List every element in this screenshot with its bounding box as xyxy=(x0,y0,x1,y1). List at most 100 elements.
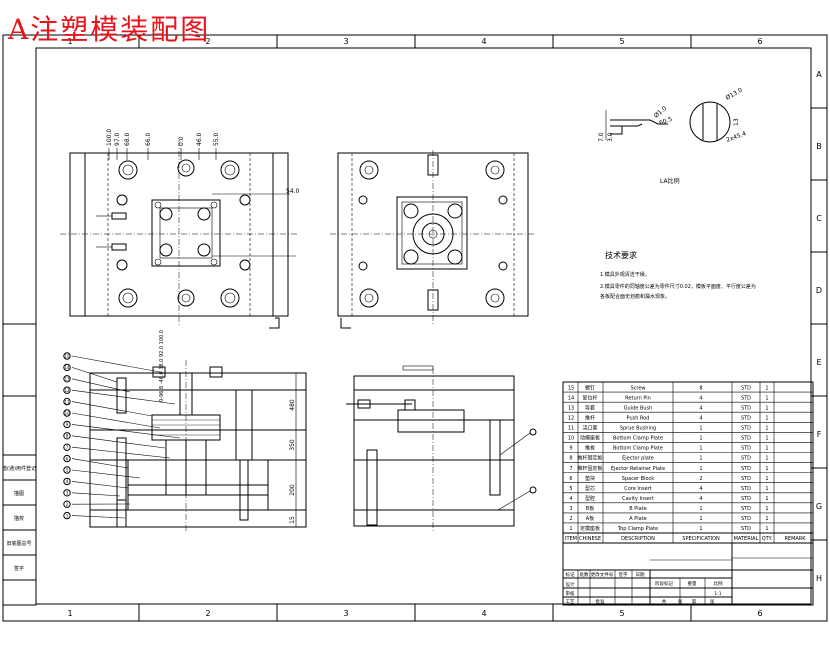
dim-label: 3.0 xyxy=(607,132,614,142)
dim-label: 480 xyxy=(289,399,296,411)
bom-cell-qty: 1 xyxy=(765,405,768,411)
bom-cell-no: 11 xyxy=(568,426,574,432)
bom-cell-no: 8 xyxy=(569,456,572,462)
bom-cell-spec: 1 xyxy=(699,466,702,472)
title-block-cell: 重量 xyxy=(688,580,697,587)
balloon-label: 14 xyxy=(64,365,70,370)
balloon-label: 3 xyxy=(66,491,69,496)
zone-row-label: G xyxy=(816,502,822,511)
dim-label: 68.0 xyxy=(124,132,131,146)
bom-cell-mat: STD xyxy=(741,506,751,512)
title-block-cell: 更改文件号 xyxy=(591,571,614,578)
dim-label: 2x45.4 xyxy=(725,130,747,144)
title-block-cell: 共 xyxy=(662,598,667,605)
balloon-label: 2 xyxy=(66,502,69,507)
bom-cell-desc: Ejector plate xyxy=(622,456,654,462)
title-block-cell: 阶段标记 xyxy=(655,580,673,587)
bom-cell-no: 7 xyxy=(569,466,572,472)
bom-cell-desc: Ejector Retainer Plate xyxy=(611,466,665,472)
bom-cell-no: 1 xyxy=(569,526,572,532)
title-block: 标记处数更改文件号签字日期阶段标记重量比例1:1设计审核工艺批准共张第张 xyxy=(562,542,814,606)
balloon-label: 10 xyxy=(64,411,70,416)
tech-req-line: 1.模具外观清洁干燥。 xyxy=(600,271,650,278)
section-view-side xyxy=(346,365,537,532)
bom-cell-desc: Core Insert xyxy=(624,486,652,492)
zone-column-label: 6 xyxy=(757,609,762,618)
dim-label: 54.0 xyxy=(286,188,300,195)
bom-cell-mat: STD xyxy=(741,476,751,482)
zone-row-label: C xyxy=(816,214,822,223)
bom-cell-qty: 1 xyxy=(765,395,768,401)
plan-view-moving-half xyxy=(330,150,535,329)
bom-cell-cn: 型芯 xyxy=(585,485,595,492)
balloon-label: 7 xyxy=(66,445,69,450)
zone-row-label: H xyxy=(816,574,822,583)
bom-header: ITEM xyxy=(565,536,577,542)
zone-column-label: 2 xyxy=(205,37,210,46)
balloon-circle xyxy=(63,511,71,520)
title-block-cell: 第 xyxy=(692,598,697,605)
technical-requirements: 技术要求 1.模具外观清洁干燥。 2.模具零件的同轴度公差为零件尺寸0.02，模… xyxy=(600,250,756,300)
bom-cell-qty: 1 xyxy=(765,486,768,492)
bom-cell-qty: 1 xyxy=(765,506,768,512)
bom-cell-no: 6 xyxy=(569,476,572,482)
strip-label: 借(通)用件登记 xyxy=(2,465,36,472)
bom-cell-no: 12 xyxy=(568,415,574,421)
dim-label: 60.5 xyxy=(658,116,673,127)
bom-cell-desc: Bottom Clamp Plate xyxy=(613,446,663,452)
balloon-circle xyxy=(63,489,71,497)
dim-label: 55.0 xyxy=(213,132,220,146)
bom-cell-qty: 1 xyxy=(765,526,768,532)
bom-cell-qty: 1 xyxy=(765,456,768,462)
bom-cell-qty: 1 xyxy=(765,415,768,421)
bom-header: QTY. xyxy=(762,536,773,542)
bom-cell-desc: Guide Bush xyxy=(624,405,653,411)
bom-cell-spec: 8 xyxy=(699,385,702,391)
bom-cell-desc: A Plate xyxy=(629,516,647,522)
bom-cell-spec: 4 xyxy=(699,486,702,492)
strip-label: 签字 xyxy=(14,565,24,572)
balloon-circle xyxy=(63,409,71,417)
bom-cell-cn: 螺钉 xyxy=(585,384,595,391)
balloon-circle xyxy=(63,443,71,451)
zone-column-label: 5 xyxy=(619,609,624,618)
bom-cell-spec: 1 xyxy=(699,526,702,532)
bom-cell-cn: 推杆 xyxy=(585,414,595,421)
balloon-label: 15 xyxy=(64,354,70,359)
dim-label: 66.0 xyxy=(145,132,152,146)
bom-cell-cn: 推杆固定板 xyxy=(577,455,602,462)
zone-column-label: 3 xyxy=(343,609,348,618)
zone-row-label: E xyxy=(816,358,821,367)
bom-cell-mat: STD xyxy=(741,496,751,502)
zone-column-label: 1 xyxy=(67,37,72,46)
bom-cell-no: 15 xyxy=(568,385,574,391)
zone-row-label: F xyxy=(817,430,822,439)
bom-cell-spec: 1 xyxy=(699,506,702,512)
balloon-label: 13 xyxy=(64,377,70,382)
balloon-label: 5 xyxy=(66,468,69,473)
bom-cell-desc: Return Pin xyxy=(625,395,651,401)
zone-row-label: B xyxy=(816,142,822,151)
balloon-circle xyxy=(63,500,71,508)
bom-cell-cn: A板 xyxy=(586,515,594,522)
bom-cell-cn: 垫块 xyxy=(585,475,595,482)
bom-cell-cn: 定模座板 xyxy=(580,525,600,532)
balloon-label: 11 xyxy=(64,399,70,404)
bom-header: MATERIAL xyxy=(734,536,759,542)
bom-cell-no: 13 xyxy=(568,405,574,411)
bom-cell-desc: B Plate xyxy=(629,506,647,512)
bom-cell-qty: 1 xyxy=(765,385,768,391)
bom-cell-mat: STD xyxy=(741,415,751,421)
bom-cell-spec: 4 xyxy=(699,405,702,411)
strip-label: 描图 xyxy=(14,490,24,497)
bom-cell-no: 10 xyxy=(568,436,574,442)
bom-cell-cn: 推板 xyxy=(585,445,595,452)
balloon-circle xyxy=(63,375,71,383)
dim-label: 0-96.8 -46.0 38.0 92.0 100.0 xyxy=(159,330,165,402)
bom-cell-spec: 1 xyxy=(699,436,702,442)
bom-cell-spec: 1 xyxy=(699,426,702,432)
bom-cell-desc: Spacer Block xyxy=(622,476,655,482)
